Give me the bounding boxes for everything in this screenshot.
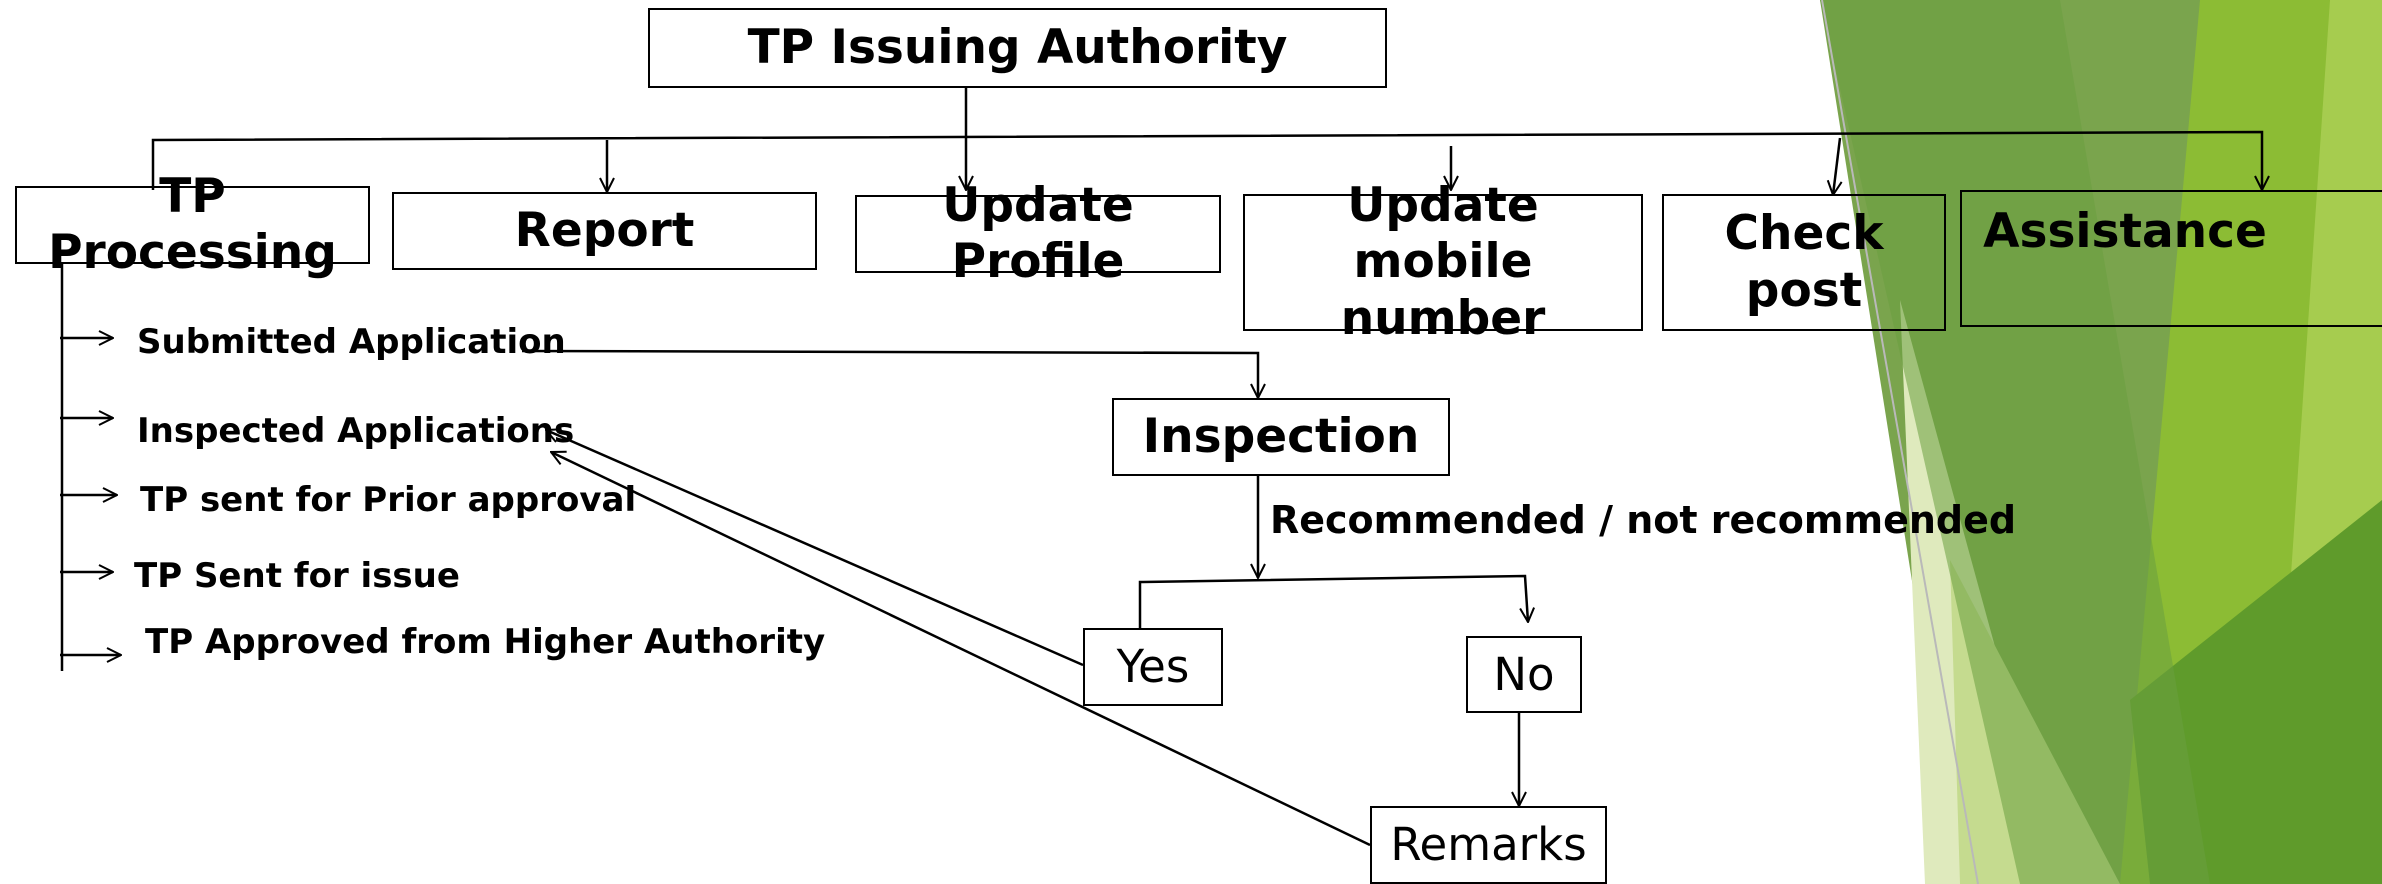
module-label: Check post: [1724, 206, 1884, 318]
tp-item-inspected-applications: Inspected Applications: [137, 411, 575, 451]
inspection-node-label: Inspection: [1142, 408, 1420, 464]
module-label: Assistance: [1983, 204, 2267, 259]
no-node-label: No: [1493, 647, 1555, 701]
no-node-box: No: [1466, 636, 1582, 713]
yes-node-box: Yes: [1083, 628, 1223, 706]
module-assistance: Assistance: [1960, 190, 2382, 327]
tp-item-approved-higher-authority: TP Approved from Higher Authority: [145, 622, 826, 662]
decision-edge-label: Recommended / not recommended: [1270, 498, 2017, 542]
module-check-post: Check post: [1662, 194, 1946, 331]
module-tp-processing: TP Processing: [15, 169, 370, 280]
module-report: Report: [392, 192, 817, 270]
tp-item-submitted-application: Submitted Application: [137, 322, 566, 362]
module-update-mobile-number: Update mobile number: [1243, 178, 1643, 346]
remarks-node-box: Remarks: [1370, 806, 1607, 884]
root-node-box: TP Issuing Authority: [648, 8, 1387, 88]
remarks-node-label: Remarks: [1390, 818, 1587, 871]
module-label: Report: [514, 202, 695, 258]
module-label: Update Profile: [942, 177, 1134, 289]
tp-item-sent-for-issue: TP Sent for issue: [134, 556, 460, 596]
tp-item-prior-approval: TP sent for Prior approval: [140, 480, 637, 520]
yes-node-label: Yes: [1116, 640, 1190, 693]
module-update-profile: Update Profile: [855, 178, 1221, 289]
module-label: TP Processing: [48, 168, 337, 280]
module-label: Update mobile number: [1340, 177, 1546, 346]
root-node-label: TP Issuing Authority: [747, 19, 1288, 75]
inspection-node-box: Inspection: [1112, 398, 1450, 476]
